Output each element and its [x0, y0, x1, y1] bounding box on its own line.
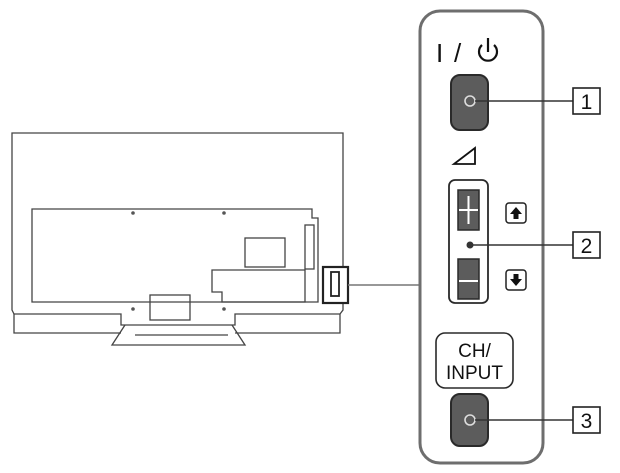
- volume-down-button[interactable]: [457, 258, 480, 300]
- arrow-up-icon: [510, 207, 522, 219]
- arrow-down-icon: [510, 274, 522, 286]
- volume-ramp-icon: [451, 146, 476, 165]
- tv-module-bottom: [211, 269, 306, 303]
- ch-input-label-box: [435, 332, 514, 389]
- ch-input-label-line2: INPUT: [446, 363, 503, 384]
- callout-2-box: [572, 231, 601, 259]
- tv-side-jack: [304, 224, 315, 270]
- callout-1-number: 1: [581, 91, 593, 114]
- tv-stand: [110, 324, 247, 346]
- tv-bottom-left: [13, 314, 121, 334]
- power-label-slash: /: [454, 38, 462, 68]
- callout-3-number: 3: [581, 410, 593, 433]
- tv-bottom-right: [235, 314, 341, 334]
- plus-icon: [459, 196, 478, 224]
- tv-screws: [131, 211, 226, 311]
- callout-1-box: [572, 87, 601, 115]
- tv-rear-view: [11, 132, 344, 346]
- power-button[interactable]: [450, 74, 489, 131]
- callout-3-box: [572, 406, 601, 434]
- tv-terminal-block: [149, 294, 191, 321]
- tv-back-panel: [31, 208, 319, 303]
- volume-center-dot: [466, 241, 474, 249]
- callout-2-number: 2: [581, 235, 593, 258]
- power-label-bar: I: [436, 38, 443, 68]
- ch-input-label-line1: CH/: [458, 341, 491, 362]
- tv-module-top: [244, 237, 286, 268]
- tv-body-outline: [11, 132, 344, 326]
- power-icon: [477, 38, 499, 62]
- control-location-inner: [330, 271, 340, 297]
